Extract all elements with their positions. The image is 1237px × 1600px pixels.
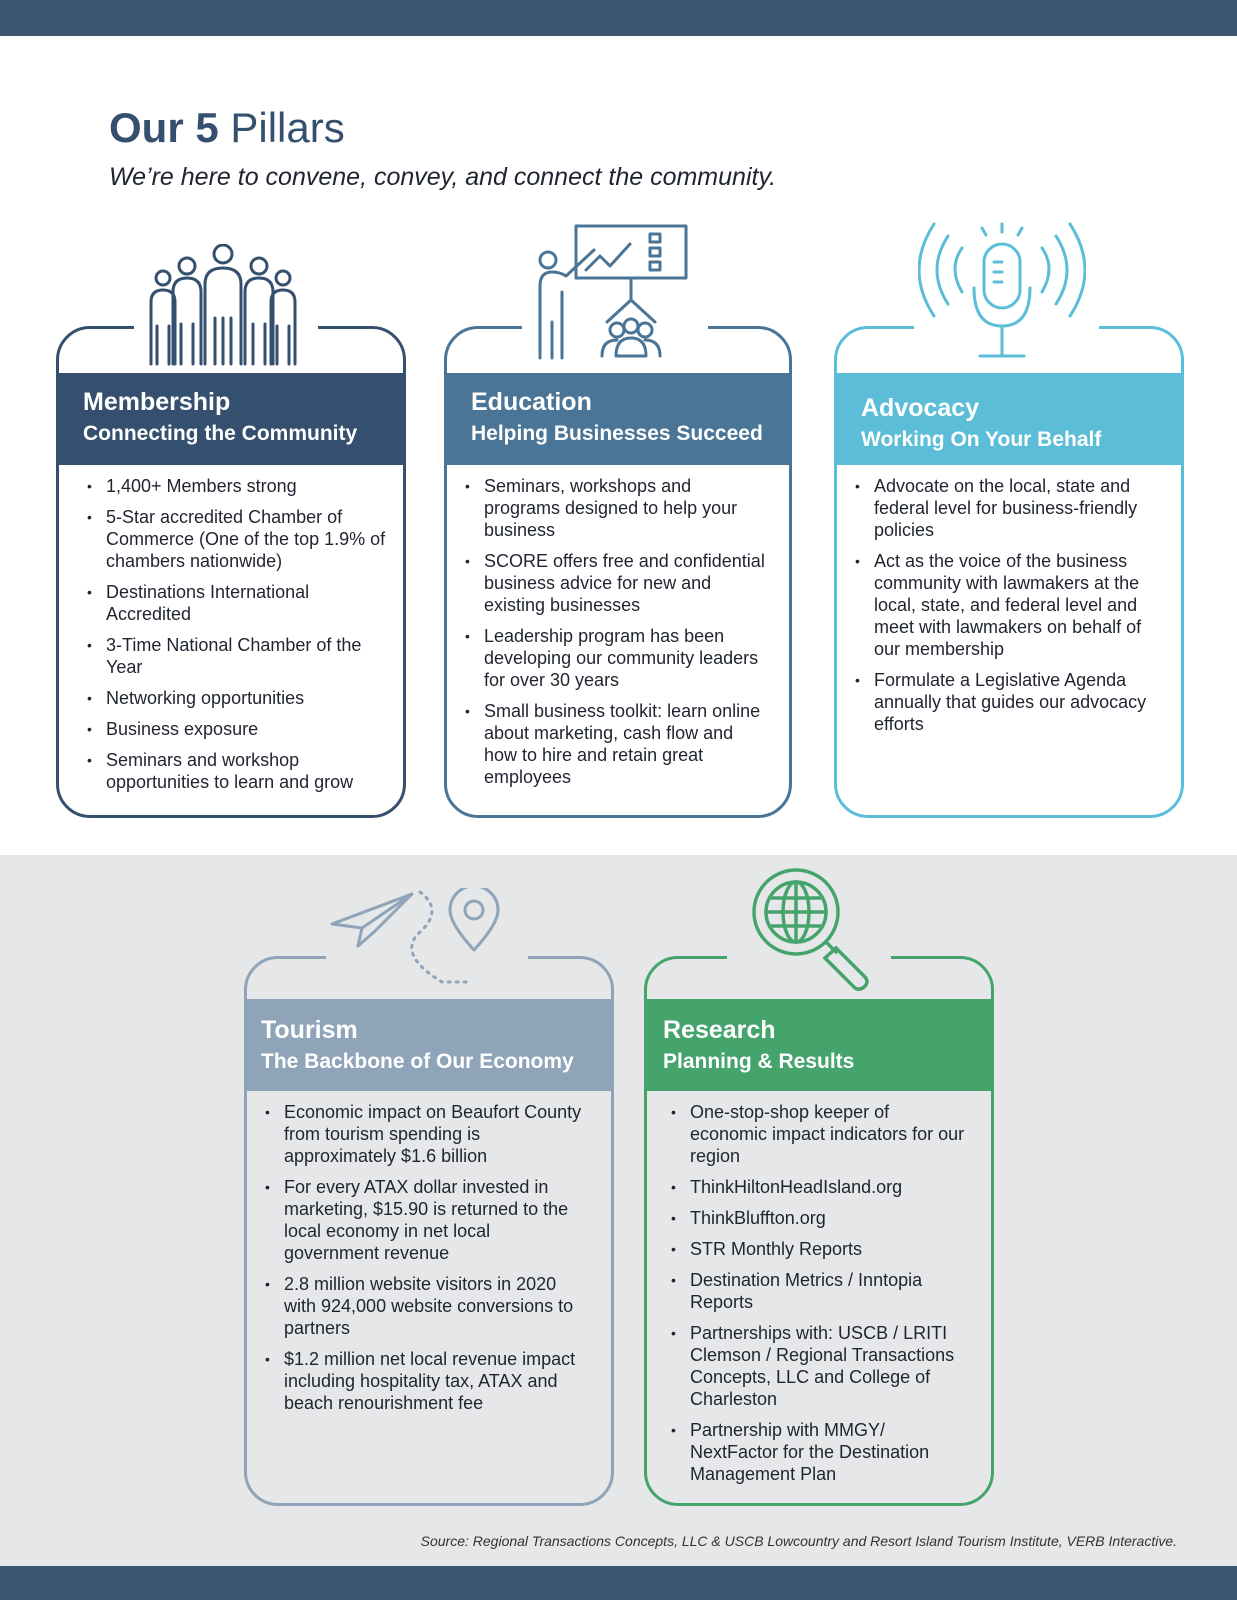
pillar-card-advocacy: Advocacy Working On Your Behalf Advocate… [834,323,1184,818]
microphone-icon [918,222,1086,358]
globe-magnifier-icon [752,868,869,991]
list-item: Seminars and workshop opportunities to l… [87,749,387,793]
list-item: Act as the voice of the business communi… [855,550,1165,660]
list-item: STR Monthly Reports [671,1238,971,1260]
pillar-title: Tourism [261,1016,358,1044]
gray-background-band [0,855,1237,1566]
list-item: Small business toolkit: learn online abo… [465,700,770,788]
source-note: Source: Regional Transactions Concepts, … [420,1533,1177,1549]
page-title: Our 5 Pillars [109,104,345,151]
pillar-title: Education [471,388,592,416]
list-item: Business exposure [87,718,387,740]
list-item: Seminars, workshops and programs designe… [465,475,770,541]
pillar-subtitle: Working On Your Behalf [861,428,1102,451]
pillar-subtitle: Connecting the Community [83,422,358,445]
pillar-header-research: Research Planning & Results [647,999,991,1091]
pillar-list-membership: 1,400+ Members strong 5-Star accredited … [87,475,387,802]
top-bar [0,0,1237,36]
list-item: 1,400+ Members strong [87,475,387,497]
pillar-subtitle: Helping Businesses Succeed [471,422,763,445]
presentation-icon [538,224,688,360]
pillar-title: Advocacy [861,394,980,422]
list-item: 3-Time National Chamber of the Year [87,634,387,678]
pillar-card-membership: Membership Connecting the Community 1,40… [56,323,406,818]
pillar-subtitle: The Backbone of Our Economy [261,1050,574,1073]
list-item: One-stop-shop keeper of economic impact … [671,1101,971,1167]
list-item: Partnerships with: USCB / LRITI Clemson … [671,1322,971,1410]
pillar-header-advocacy: Advocacy Working On Your Behalf [837,373,1181,465]
pillar-subtitle: Planning & Results [663,1050,855,1073]
pillar-list-advocacy: Advocate on the local, state and federal… [855,475,1165,744]
bottom-bar [0,1566,1237,1600]
list-item: SCORE offers free and confidential busin… [465,550,770,616]
list-item: Formulate a Legislative Agenda annually … [855,669,1165,735]
pillar-list-tourism: Economic impact on Beaufort County from … [265,1101,590,1423]
pillar-header-membership: Membership Connecting the Community [59,373,403,465]
list-item: 5-Star accredited Chamber of Commerce (O… [87,506,387,572]
paper-plane-pin-icon [330,888,500,984]
list-item: Destination Metrics / Inntopia Reports [671,1269,971,1313]
list-item: Partnership with MMGY/ NextFactor for th… [671,1419,971,1485]
pillar-card-research: Research Planning & Results One-stop-sho… [644,953,994,1506]
page-subtitle: We’re here to convene, convey, and conne… [109,163,777,191]
list-item: For every ATAX dollar invested in market… [265,1176,590,1264]
people-group-icon [149,244,297,366]
list-item: $1.2 million net local revenue impact in… [265,1348,590,1414]
pillar-header-education: Education Helping Businesses Succeed [447,373,789,465]
list-item: Networking opportunities [87,687,387,709]
pillar-header-tourism: Tourism The Backbone of Our Economy [247,999,611,1091]
list-item: Destinations International Accredited [87,581,387,625]
pillar-card-education: Education Helping Businesses Succeed Sem… [444,323,792,818]
list-item: 2.8 million website visitors in 2020 wit… [265,1273,590,1339]
pillar-title: Research [663,1016,776,1044]
list-item: Leadership program has been developing o… [465,625,770,691]
pillar-card-tourism: Tourism The Backbone of Our Economy Econ… [244,953,614,1506]
pillar-title: Membership [83,388,231,416]
pillar-list-education: Seminars, workshops and programs designe… [465,475,770,797]
pillar-list-research: One-stop-shop keeper of economic impact … [671,1101,971,1494]
list-item: Economic impact on Beaufort County from … [265,1101,590,1167]
list-item: ThinkHiltonHeadIsland.org [671,1176,971,1198]
list-item: ThinkBluffton.org [671,1207,971,1229]
list-item: Advocate on the local, state and federal… [855,475,1165,541]
